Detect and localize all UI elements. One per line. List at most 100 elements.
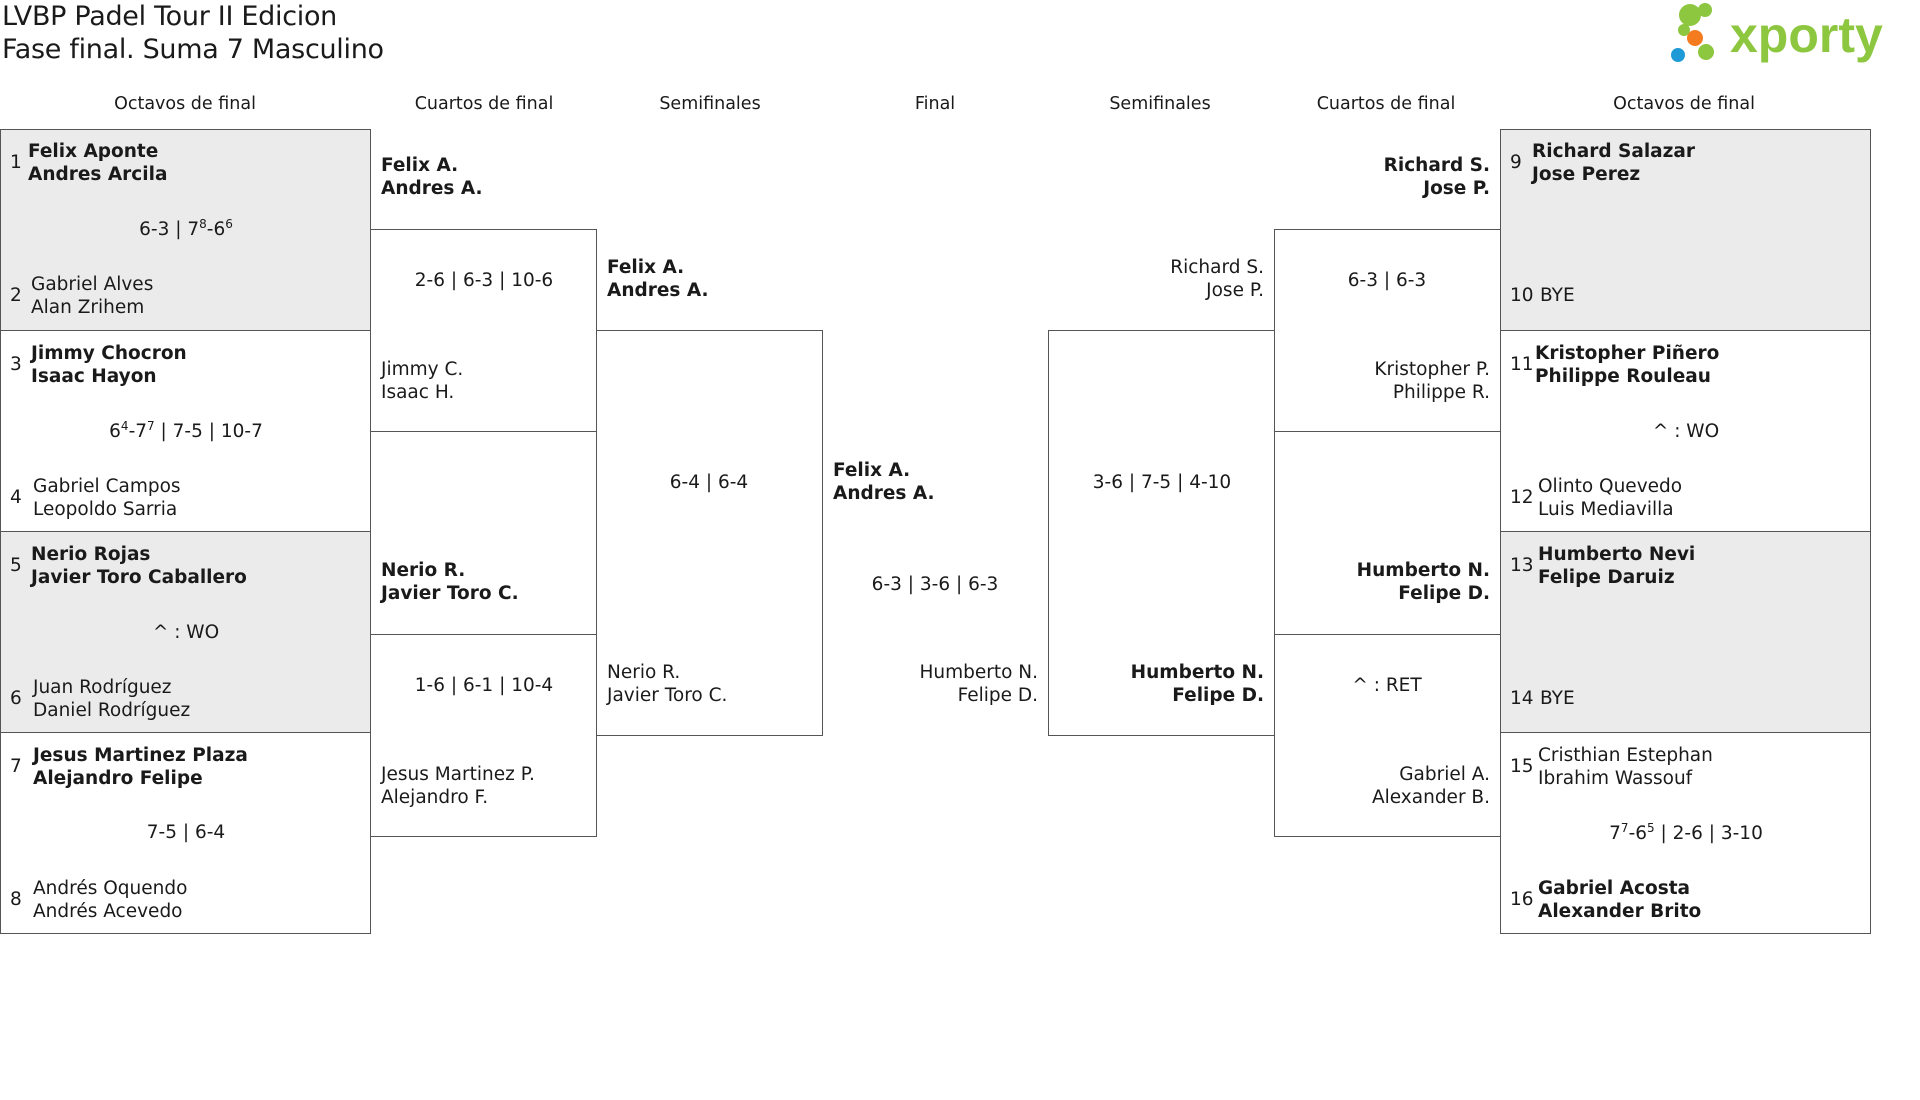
qf-winner-name: Richard S. bbox=[1383, 155, 1490, 176]
player-name: Jose Perez bbox=[1532, 164, 1641, 185]
qf-score: 6-3 | 6-3 bbox=[1347, 270, 1427, 291]
seed-number: 15 bbox=[1510, 756, 1534, 777]
seed-number: 2 bbox=[10, 285, 22, 306]
seed-number: 10 bbox=[1510, 285, 1534, 306]
seed-number: 6 bbox=[10, 688, 22, 709]
sf-winner-name: Felipe D. bbox=[1172, 685, 1264, 706]
match-box-left-r16-4: 7 Jesus Martinez Plaza Alejandro Felipe … bbox=[0, 732, 371, 934]
round-header-left-sf: Semifinales bbox=[659, 94, 761, 114]
match-score: 64-77 | 7-5 | 10-7 bbox=[109, 418, 263, 442]
player-name: Gabriel Alves bbox=[31, 274, 154, 295]
player-name: BYE bbox=[1540, 688, 1575, 709]
player-name: Andrés Oquendo bbox=[33, 878, 188, 899]
player-name: BYE bbox=[1540, 285, 1575, 306]
seed-number: 12 bbox=[1510, 487, 1534, 508]
seed-number: 7 bbox=[10, 756, 22, 777]
logo-dot-green-low bbox=[1698, 44, 1714, 60]
round-header-final: Final bbox=[914, 94, 956, 114]
player-name: Richard Salazar bbox=[1532, 141, 1696, 162]
player-name: Jimmy Chocron bbox=[31, 343, 187, 364]
player-name: Leopoldo Sarria bbox=[33, 499, 178, 520]
sf-score: 3-6 | 7-5 | 4-10 bbox=[1092, 472, 1232, 493]
sf-player-name: Jose P. bbox=[1206, 280, 1264, 301]
player-name: Ibrahim Wassouf bbox=[1538, 768, 1693, 789]
sf-score: 6-4 | 6-4 bbox=[669, 472, 749, 493]
bracket-connector-left-sf bbox=[596, 330, 823, 736]
qf-winner-name: Javier Toro C. bbox=[381, 583, 519, 604]
player-name: Andrés Acevedo bbox=[33, 901, 183, 922]
player-name: Alan Zrihem bbox=[31, 297, 145, 318]
seed-number: 14 bbox=[1510, 688, 1534, 709]
seed-number: 3 bbox=[10, 354, 22, 375]
sf-winner-name: Andres A. bbox=[607, 280, 709, 301]
qf-player-name: Alejandro F. bbox=[381, 787, 489, 808]
round-header-right-qf: Cuartos de final bbox=[1316, 94, 1456, 114]
qf-player-name: Alexander B. bbox=[1371, 787, 1490, 808]
round-header-left-r16: Octavos de final bbox=[114, 94, 256, 114]
player-name: Felix Aponte bbox=[28, 141, 159, 162]
logo-dot-orange bbox=[1687, 30, 1703, 46]
round-header-right-r16: Octavos de final bbox=[1613, 94, 1755, 114]
match-score: 6-3 | 78-66 bbox=[139, 216, 233, 240]
qf-player-name: Kristopher P. bbox=[1374, 359, 1490, 380]
round-header-left-qf: Cuartos de final bbox=[414, 94, 554, 114]
player-name: Daniel Rodríguez bbox=[33, 700, 191, 721]
player-name: Luis Mediavilla bbox=[1538, 499, 1674, 520]
logo-wordmark: xporty bbox=[1730, 7, 1883, 63]
player-name: Gabriel Acosta bbox=[1538, 878, 1691, 899]
player-name: Alejandro Felipe bbox=[33, 768, 203, 789]
logo-dot-green-small bbox=[1698, 3, 1712, 17]
player-name: Gabriel Campos bbox=[33, 476, 181, 497]
seed-number: 4 bbox=[10, 487, 22, 508]
logo-dot-green-mid bbox=[1678, 24, 1690, 36]
seed-number: 5 bbox=[10, 555, 22, 576]
seed-number: 8 bbox=[10, 889, 22, 910]
sf-winner-name: Felix A. bbox=[607, 257, 685, 278]
qf-player-name: Isaac H. bbox=[381, 382, 455, 403]
qf-player-name: Philippe R. bbox=[1392, 382, 1490, 403]
finalist-name: Humberto N. bbox=[919, 662, 1038, 683]
match-box-right-r16-2: 11 Kristopher Piñero Philippe Rouleau ^ … bbox=[1500, 330, 1871, 532]
qf-winner-name: Jose P. bbox=[1423, 178, 1490, 199]
qf-winner-name: Humberto N. bbox=[1356, 560, 1490, 581]
player-name: Juan Rodríguez bbox=[33, 677, 172, 698]
qf-winner-name: Felix A. bbox=[381, 155, 459, 176]
logo-dot-blue bbox=[1671, 48, 1685, 62]
sf-winner-name: Humberto N. bbox=[1130, 662, 1264, 683]
qf-score: ^ : RET bbox=[1352, 675, 1422, 696]
qf-player-name: Gabriel A. bbox=[1399, 764, 1490, 785]
qf-winner-name: Andres A. bbox=[381, 178, 483, 199]
bracket-connector-right-sf bbox=[1048, 330, 1275, 736]
match-score: ^ : WO bbox=[1652, 421, 1720, 442]
match-box-left-r16-2: 3 Jimmy Chocron Isaac Hayon 64-77 | 7-5 … bbox=[0, 330, 371, 532]
player-name: Olinto Quevedo bbox=[1538, 476, 1683, 497]
seed-number: 13 bbox=[1510, 555, 1534, 576]
sf-player-name: Nerio R. bbox=[607, 662, 681, 683]
qf-score: 1-6 | 6-1 | 10-4 bbox=[414, 675, 554, 696]
player-name: Jesus Martinez Plaza bbox=[33, 745, 248, 766]
sf-player-name: Richard S. bbox=[1170, 257, 1264, 278]
sf-player-name: Javier Toro C. bbox=[607, 685, 728, 706]
player-name: Philippe Rouleau bbox=[1535, 366, 1711, 387]
qf-player-name: Jesus Martinez P. bbox=[381, 764, 535, 785]
player-name: Javier Toro Caballero bbox=[31, 567, 247, 588]
match-box-right-r16-3: 13 Humberto Nevi Felipe Daruiz 14 BYE bbox=[1500, 531, 1871, 733]
player-name: Humberto Nevi bbox=[1538, 544, 1696, 565]
xporty-logo: xporty bbox=[1671, 3, 1883, 63]
qf-score: 2-6 | 6-3 | 10-6 bbox=[414, 270, 554, 291]
player-name: Andres Arcila bbox=[28, 164, 168, 185]
match-box-left-r16-1: 1 Felix Aponte Andres Arcila 6-3 | 78-66… bbox=[0, 129, 371, 331]
player-name: Alexander Brito bbox=[1538, 901, 1702, 922]
round-header-right-sf: Semifinales bbox=[1109, 94, 1211, 114]
tournament-subtitle: Fase final. Suma 7 Masculino bbox=[2, 34, 384, 65]
final-score: 6-3 | 3-6 | 6-3 bbox=[871, 574, 999, 595]
seed-number: 11 bbox=[1510, 354, 1534, 375]
match-score: 7-5 | 6-4 bbox=[146, 822, 226, 843]
match-box-left-r16-3: 5 Nerio Rojas Javier Toro Caballero ^ : … bbox=[0, 531, 371, 733]
match-box-right-r16-1: 9 Richard Salazar Jose Perez 10 BYE bbox=[1500, 129, 1871, 331]
player-name: Isaac Hayon bbox=[31, 366, 157, 387]
match-box-right-r16-4: 15 Cristhian Estephan Ibrahim Wassouf 77… bbox=[1500, 732, 1871, 934]
match-score: ^ : WO bbox=[152, 622, 220, 643]
qf-winner-name: Nerio R. bbox=[381, 560, 466, 581]
player-name: Cristhian Estephan bbox=[1538, 745, 1713, 766]
